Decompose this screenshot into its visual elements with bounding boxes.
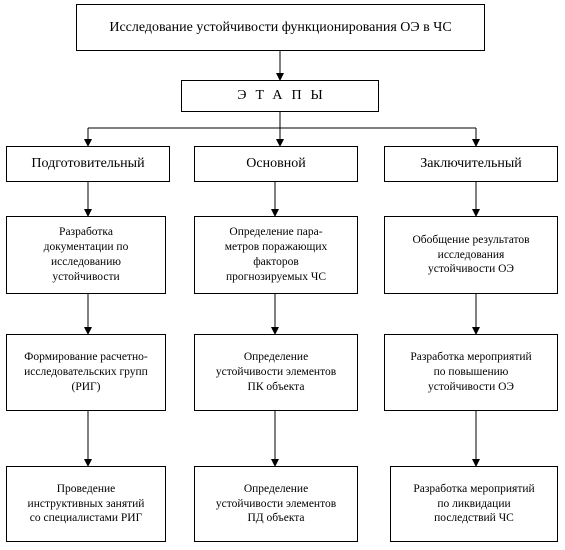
step-text: Разработка документации по исследованию … bbox=[43, 226, 129, 283]
step-text: Формирование расчетно- исследовательских… bbox=[24, 351, 148, 393]
step-box: Разработка документации по исследованию … bbox=[6, 216, 166, 294]
step-box: Проведение инструктивных занятий со спец… bbox=[6, 466, 166, 542]
step-text: Определение пара- метров поражающих факт… bbox=[224, 226, 328, 283]
step-box: Определение пара- метров поражающих факт… bbox=[194, 216, 358, 294]
stage-label: Подготовительный bbox=[31, 156, 145, 171]
stage-label: Заключительный bbox=[420, 156, 522, 171]
step-text: Обобщение результатов исследования устой… bbox=[412, 233, 530, 276]
step-text: Разработка мероприятий по ликвидации пос… bbox=[413, 482, 535, 525]
stages-label: ЭТАПЫ bbox=[237, 88, 332, 103]
step-text: Определение устойчивости элементов ПД об… bbox=[215, 482, 337, 525]
diagram-title-box: Исследование устойчивости функционирован… bbox=[76, 4, 485, 51]
step-box: Разработка мероприятий по повышению усто… bbox=[384, 334, 558, 411]
step-box: Разработка мероприятий по ликвидации пос… bbox=[390, 466, 558, 542]
step-text: Проведение инструктивных занятий со спец… bbox=[27, 482, 145, 525]
diagram-title: Исследование устойчивости функционирован… bbox=[109, 19, 452, 35]
step-text: Разработка мероприятий по повышению усто… bbox=[410, 351, 532, 393]
stage-box-final: Заключительный bbox=[384, 146, 558, 182]
step-box: Определение устойчивости элементов ПД об… bbox=[194, 466, 358, 542]
stage-box-main: Основной bbox=[194, 146, 358, 182]
stage-box-preparatory: Подготовительный bbox=[6, 146, 170, 182]
step-box: Обобщение результатов исследования устой… bbox=[384, 216, 558, 294]
step-box: Определение устойчивости элементов ПК об… bbox=[194, 334, 358, 411]
step-box: Формирование расчетно- исследовательских… bbox=[6, 334, 166, 411]
stages-box: ЭТАПЫ bbox=[181, 80, 379, 112]
step-text: Определение устойчивости элементов ПК об… bbox=[215, 351, 337, 393]
stage-label: Основной bbox=[246, 156, 306, 171]
